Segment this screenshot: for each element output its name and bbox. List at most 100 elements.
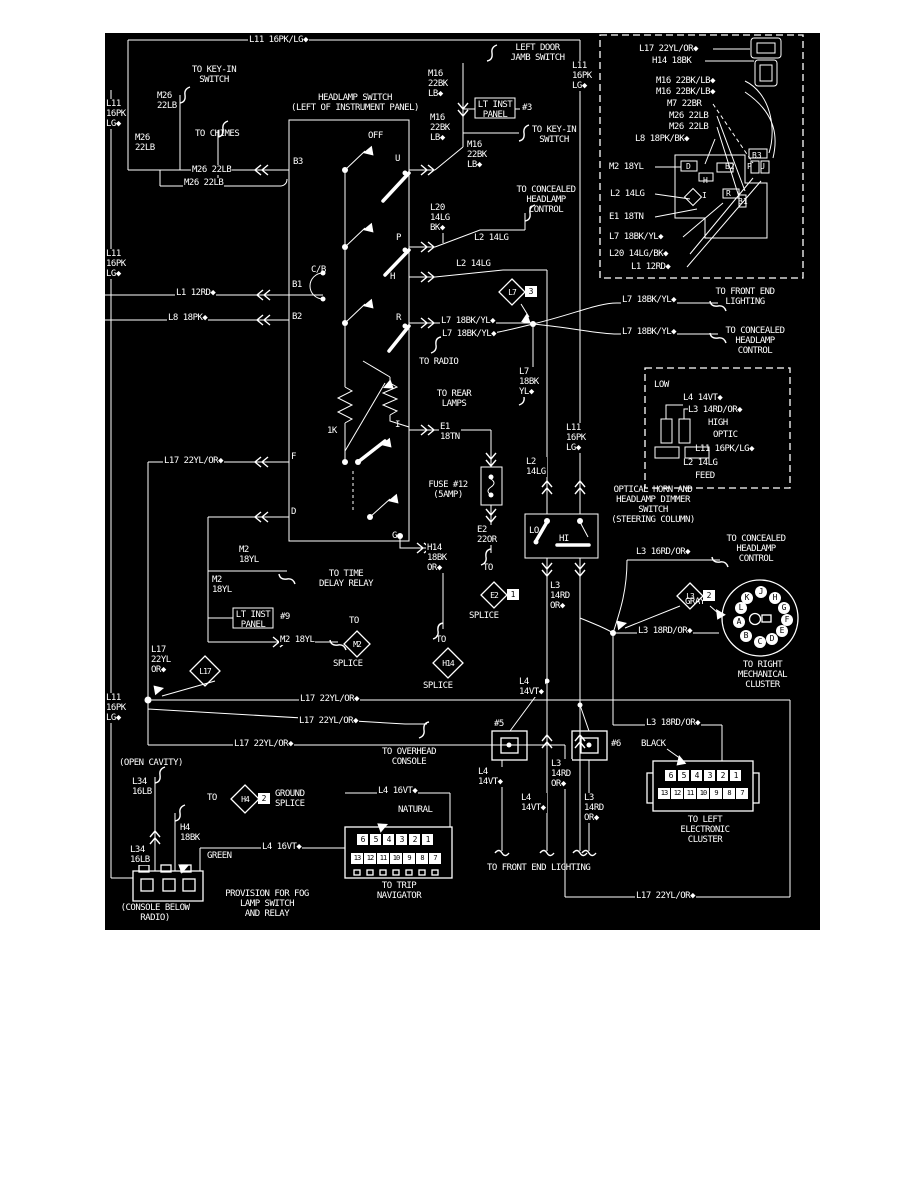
m2-splice-caption: SPLICE xyxy=(333,659,363,669)
trip-pin-1: 1 xyxy=(422,834,433,845)
trip-pin-3: 3 xyxy=(396,834,407,845)
db-label-l2: L2 14LG xyxy=(610,189,645,199)
dest-label-time-delay: TO TIME DELAY RELAY xyxy=(318,569,374,589)
elec-pin-9: 9 xyxy=(710,788,722,799)
mech-pin-l: L xyxy=(735,602,747,614)
dest-label-concealed-1: TO CONCEALED HEADLAMP CONTROL xyxy=(516,185,576,215)
splice-diamonds xyxy=(189,278,704,814)
wire-label-l34-1: L34 16LB xyxy=(131,777,153,797)
fuse-12-symbol xyxy=(480,466,503,506)
trip-pin-2: 2 xyxy=(409,834,420,845)
console-below-radio-note: (CONSOLE BELOW RADIO) xyxy=(120,903,190,923)
terminal-g: G xyxy=(392,531,397,541)
wire-label-l11-right: L11 16PK LG◆ xyxy=(571,61,593,91)
conn-pin-i: I xyxy=(702,191,707,200)
terminal-d: D xyxy=(291,507,296,517)
dimmer-hi-contact: HI xyxy=(559,534,569,544)
wire-label-h14-stack: H14 18BK OR◆ xyxy=(426,543,448,573)
wire-label-l11-mid: L11 16PK LG◆ xyxy=(565,423,587,453)
dimmer-switch-caption: OPTICAL HORN AND HEADLAMP DIMMER SWITCH … xyxy=(611,485,695,525)
connector-color-natural: NATURAL xyxy=(398,805,433,815)
elec-pin-8: 8 xyxy=(723,788,735,799)
wire-label-l4-16vt-1: L4 16VT◆ xyxy=(377,786,419,796)
wire-label-l11-main: L11 16PK/LG◆ xyxy=(248,35,310,45)
wire-label-l2-mid: L2 14LG xyxy=(525,457,547,477)
splice-m2: M2 xyxy=(353,640,362,649)
splice-h4: H4 xyxy=(241,795,250,804)
wire-label-l7-fel: L7 18BK/YL◆ xyxy=(621,295,678,305)
wire-label-l4-c: L4 14VT◆ xyxy=(520,793,547,813)
dimmer-l11-label: L11 16PK/LG◆ xyxy=(695,444,755,454)
splice-l3: L3 xyxy=(686,592,695,601)
terminal-r: R xyxy=(396,313,401,323)
elec-pin-5: 5 xyxy=(678,770,689,781)
dest-label-key-in-1: TO KEY-IN SWITCH xyxy=(191,65,237,85)
splice-l7-number: 3 xyxy=(525,286,537,297)
db-label-h14: H14 18BK xyxy=(652,56,692,66)
wire-label-m16-3: M16 22BK LB◆ xyxy=(466,140,488,170)
wire-label-l11-left-3: L11 16PK LG◆ xyxy=(105,693,127,723)
splice-l3-number: 2 xyxy=(703,590,715,601)
wire-label-l4-16vt-2: L4 16VT◆ xyxy=(261,842,303,852)
wire-label-m2-2: M2 18YL xyxy=(212,575,232,595)
wire-label-l3-b: L3 14RD OR◆ xyxy=(583,793,605,823)
mech-pin-a: A xyxy=(733,616,745,628)
dimmer-l4-label: L4 14VT◆ xyxy=(683,393,723,403)
db-label-e1: E1 18TN xyxy=(609,212,644,222)
wire-label-m16-1: M16 22BK LB◆ xyxy=(427,69,449,99)
wire-label-l17-stack: L17 22YL OR◆ xyxy=(151,645,171,675)
e2-splice-caption: SPLICE xyxy=(469,611,499,621)
splice-h4-number: 2 xyxy=(258,793,270,804)
db-label-m16a: M16 22BK/LB◆ xyxy=(656,76,716,86)
callout-3: #3 xyxy=(522,103,532,113)
ground-splice-caption: GROUND SPLICE xyxy=(275,789,305,809)
dimmer-l2-label: L2 14LG xyxy=(683,458,718,468)
circuit-breaker-label: C/B xyxy=(311,265,326,275)
dest-label-concealed-2: TO CONCEALED HEADLAMP CONTROL xyxy=(725,326,785,356)
mech-pin-f: F xyxy=(781,614,793,626)
headlamp-switch-title: HEADLAMP SWITCH (LEFT OF INSTRUMENT PANE… xyxy=(291,93,419,113)
db-label-l7: L7 18BK/YL◆ xyxy=(609,232,664,242)
elec-pin-3: 3 xyxy=(704,770,715,781)
trip-pin-11: 11 xyxy=(377,853,389,864)
fog-lamp-provision-note: PROVISION FOR FOG LAMP SWITCH AND RELAY xyxy=(225,889,309,919)
db-label-m26a: M26 22LB xyxy=(669,111,709,121)
to-m2-splice: TO xyxy=(349,616,359,626)
terminal-f: F xyxy=(291,452,296,462)
trip-pin-7: 7 xyxy=(429,853,441,864)
db-label-m16b: M16 22BK/LB◆ xyxy=(656,87,716,97)
wire-label-l17-1: L17 22YL/OR◆ xyxy=(299,694,361,704)
trip-pin-8: 8 xyxy=(416,853,428,864)
dest-label-radio: TO RADIO xyxy=(419,357,459,367)
mech-pin-c: C xyxy=(754,636,766,648)
wire-label-l8: L8 18PK◆ xyxy=(167,313,209,323)
trip-pin-12: 12 xyxy=(364,853,376,864)
wire-label-l20: L20 14LG BK◆ xyxy=(429,203,451,233)
wire-label-l3-stack: L3 14RD OR◆ xyxy=(549,581,571,611)
conn-pin-b3: B3 xyxy=(752,151,762,160)
wire-label-l11-left-2: L11 16PK LG◆ xyxy=(105,249,127,279)
diagram-panel: L11 16PK/LG◆ TO KEY-IN SWITCH L11 16PK L… xyxy=(105,33,820,930)
db-label-l8: L8 18PK/BK◆ xyxy=(635,134,690,144)
switch-contact-arms xyxy=(356,171,591,547)
conn-pin-d: D xyxy=(686,162,691,171)
splice-h14: H14 xyxy=(442,659,454,668)
db-label-l1: L1 12RD◆ xyxy=(631,262,671,272)
connector-color-green: GREEN xyxy=(207,851,232,861)
dimmer-lo-contact: LO xyxy=(529,526,539,536)
dest-label-elec-cluster: TO LEFT ELECTRONIC CLUSTER xyxy=(680,815,730,845)
trip-pin-5: 5 xyxy=(370,834,381,845)
to-e2-splice: TO xyxy=(483,563,493,573)
terminal-i: I xyxy=(395,420,400,430)
dest-label-mech-cluster: TO RIGHT MECHANICAL CLUSTER xyxy=(737,660,788,690)
trip-pin-9: 9 xyxy=(403,853,415,864)
mech-pin-j: J xyxy=(755,586,767,598)
elec-pin-12: 12 xyxy=(671,788,683,799)
mech-pin-k: K xyxy=(741,592,753,604)
wire-label-m2-3: M2 18YL xyxy=(279,635,316,645)
wire-label-l2-h: L2 14LG xyxy=(455,259,492,269)
open-cavity-note: (OPEN CAVITY) xyxy=(119,758,183,768)
headlamp-switch-box xyxy=(288,119,410,542)
db-label-l20: L20 14LG/BK◆ xyxy=(609,249,669,259)
wire-label-l7-stack: L7 18BK YL◆ xyxy=(518,367,540,397)
